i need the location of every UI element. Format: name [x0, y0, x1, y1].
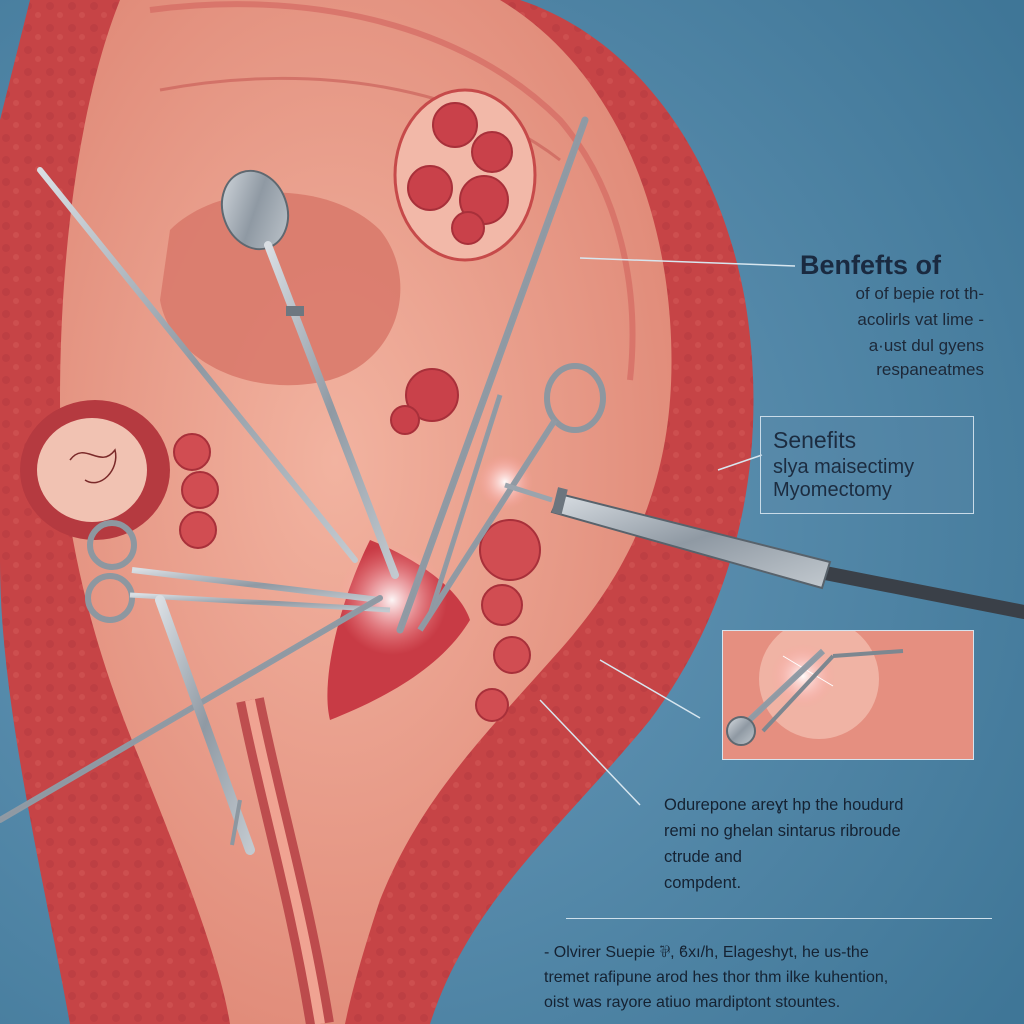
instruments [0, 116, 1024, 855]
callout-line-1 [579, 257, 796, 267]
description-paragraph-1: Odurepone areɣt hp the houdurd remi no g… [664, 792, 994, 896]
benefits-heading: Benfefts of [800, 250, 941, 280]
rod-instrument [0, 595, 383, 823]
needle-instrument-1 [37, 167, 358, 563]
box-line-1: Senefits [773, 427, 857, 453]
callout-line-3 [599, 659, 701, 719]
para2-line-1: - Olvirer Suepie ⅌, ϐxı/h, Elageshyt, he… [544, 944, 869, 961]
right-line-3: a·ust dul gyens [868, 336, 984, 355]
nodule-cluster-middle [390, 368, 459, 435]
divider [566, 918, 992, 919]
endometrial-lining [149, 1, 636, 381]
para1-line-1: Odurepone areɣt hp the houdurd [664, 796, 904, 814]
scissors-icon [85, 520, 391, 623]
para1-line-3: ctrude and [664, 848, 742, 866]
para2-line-2: tremet rafipune arod hes thor thm ilke k… [544, 969, 889, 986]
needle-instrument-2 [396, 116, 589, 634]
description-paragraph-2: - Olvirer Suepie ⅌, ϐxı/h, Elageshyt, he… [544, 940, 1004, 1015]
callout-line-4 [539, 699, 641, 806]
syringe-bulb-icon [220, 169, 399, 579]
benefits-box: Senefits slya maisectimy Myomectomy [760, 416, 974, 514]
para1-line-4: compdent. [664, 874, 742, 892]
zoom-inset [722, 630, 974, 760]
clamp-instrument [155, 595, 255, 855]
box-line-2: slya maisectimy [773, 456, 915, 478]
right-line-4: respaneatmes [876, 360, 984, 379]
nodule-column-right [475, 519, 541, 722]
callout-line-2 [717, 454, 763, 471]
forceps-icon [417, 363, 606, 632]
box-line-3: Myomectomy [773, 479, 892, 501]
para1-line-2: remi no ghelan sintarus ribroude [664, 822, 901, 840]
ovary-left [20, 400, 170, 540]
right-line-1: of of bepie rot th- [855, 284, 984, 303]
right-line-2: acolirls vat lime - [857, 310, 984, 329]
laparoscopic-probe-icon [504, 482, 1024, 619]
para2-line-3: oist was rayore atiuo mardiptont stounte… [544, 994, 841, 1011]
nodule-column-left [173, 433, 219, 549]
fibroid-large [160, 192, 401, 386]
nodule-cluster-top [393, 88, 537, 262]
